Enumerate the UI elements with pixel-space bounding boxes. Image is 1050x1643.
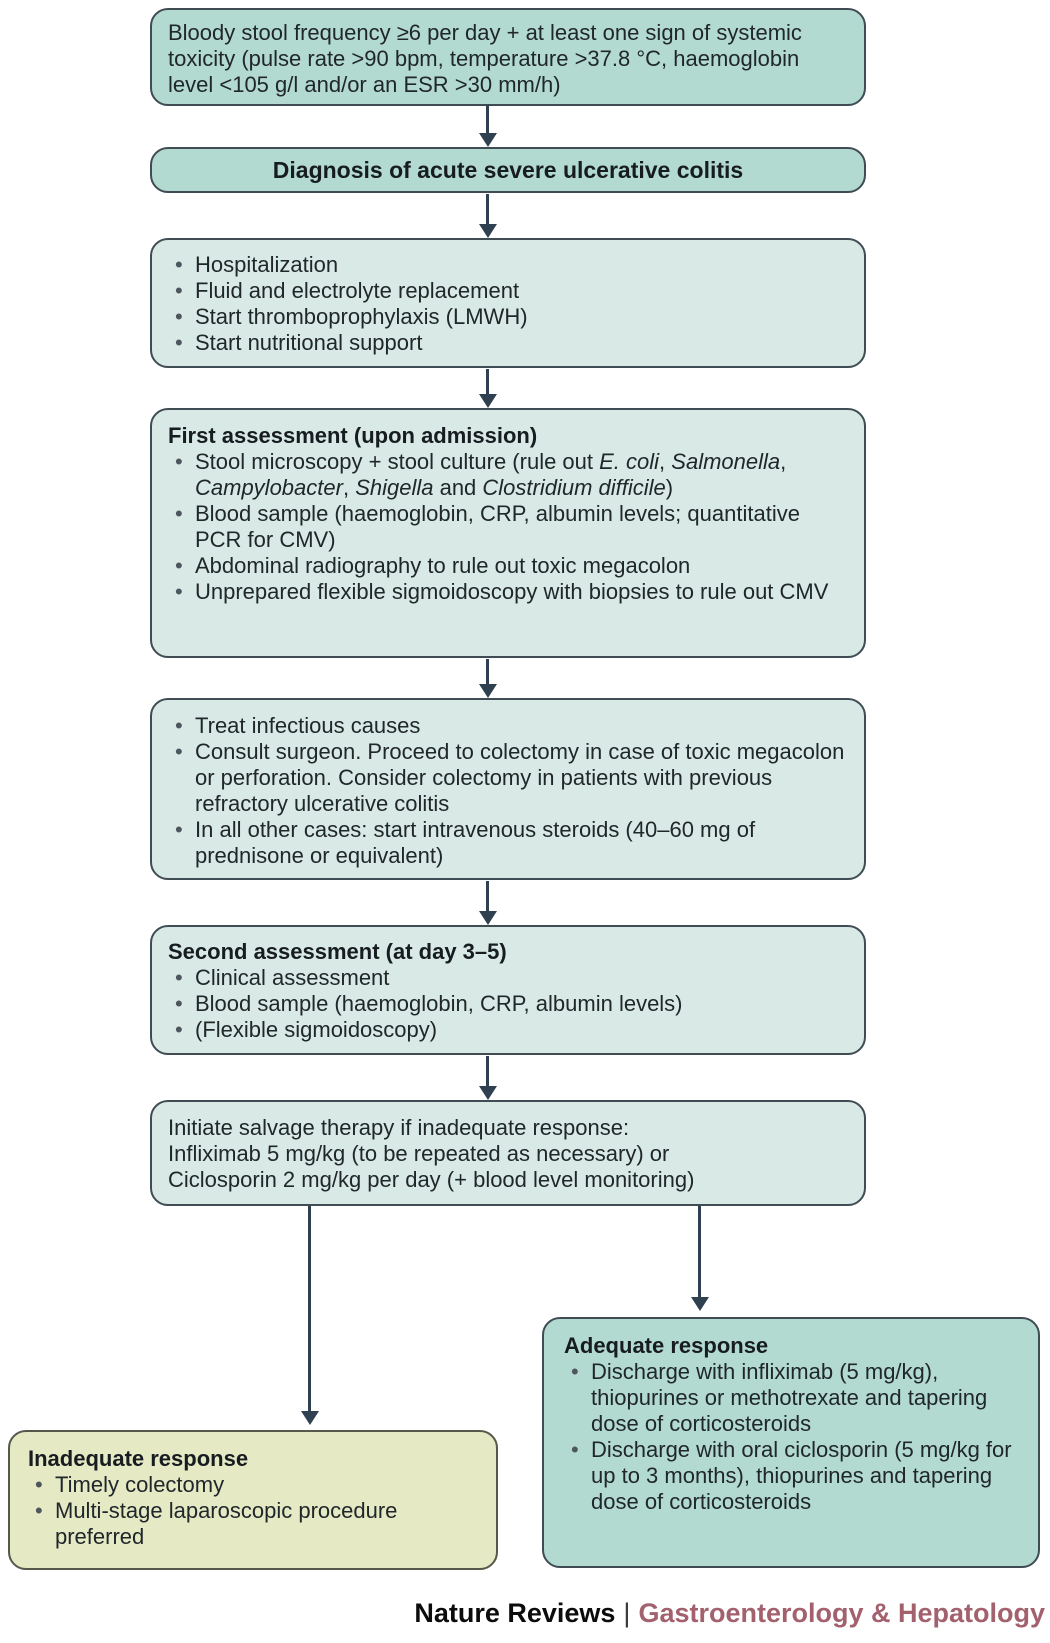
item-text: In all other cases: start intravenous st… [195, 817, 756, 868]
salvage-line: Initiate salvage therapy if inadequate r… [168, 1115, 630, 1140]
arrow-down-inadequate-icon [308, 1206, 311, 1412]
item-text: Consult surgeon. Proceed to colectomy in… [195, 739, 845, 816]
list-item: Clinical assessment [168, 965, 848, 991]
text-segment: , [780, 449, 787, 474]
item-text: Unprepared flexible sigmoidoscopy with b… [195, 579, 829, 604]
list-item: Discharge with infliximab (5 mg/kg), thi… [564, 1359, 1018, 1437]
initial-management-list: Hospitalization Fluid and electrolyte re… [168, 252, 848, 356]
item-text: (Flexible sigmoidoscopy) [195, 1017, 438, 1042]
list-item: In all other cases: start intravenous st… [168, 817, 848, 869]
list-item: Blood sample (haemoglobin, CRP, albumin … [168, 501, 848, 553]
item-text: Fluid and electrolyte replacement [195, 278, 520, 303]
species-name: Clostridium difficile [482, 475, 666, 500]
initial-management-box: Hospitalization Fluid and electrolyte re… [150, 238, 866, 368]
item-text: Hospitalization [195, 252, 339, 277]
first-assessment-title: First assessment (upon admission) [168, 423, 538, 448]
list-item: Multi-stage laparoscopic procedure prefe… [28, 1498, 478, 1550]
criteria-text: Bloody stool frequency ≥6 per day + at l… [168, 20, 802, 97]
second-assessment-title: Second assessment (at day 3–5) [168, 939, 507, 964]
list-item: (Flexible sigmoidoscopy) [168, 1017, 848, 1043]
salvage-therapy-box: Initiate salvage therapy if inadequate r… [150, 1100, 866, 1206]
species-name: E. coli [599, 449, 660, 474]
species-name: Salmonella [671, 449, 781, 474]
arrow-down-icon [486, 881, 489, 912]
item-text: Blood sample (haemoglobin, CRP, albumin … [195, 991, 683, 1016]
list-item: Abdominal radiography to rule out toxic … [168, 553, 848, 579]
second-assessment-list: Clinical assessment Blood sample (haemog… [168, 965, 848, 1043]
arrow-down-icon [486, 194, 489, 225]
second-assessment-box: Second assessment (at day 3–5) Clinical … [150, 925, 866, 1055]
arrow-down-adequate-icon [698, 1206, 701, 1298]
item-text: Blood sample (haemoglobin, CRP, albumin … [195, 501, 800, 552]
inadequate-response-list: Timely colectomy Multi-stage laparoscopi… [28, 1472, 478, 1550]
nature-reviews-brand: Nature Reviews [414, 1598, 616, 1628]
list-item: Consult surgeon. Proceed to colectomy in… [168, 739, 848, 817]
management-list: Treat infectious causes Consult surgeon.… [168, 713, 848, 869]
adequate-response-box: Adequate response Discharge with inflixi… [542, 1317, 1040, 1568]
salvage-line: Ciclosporin 2 mg/kg per day (+ blood lev… [168, 1167, 695, 1192]
arrow-down-icon [486, 105, 489, 134]
list-item: Blood sample (haemoglobin, CRP, albumin … [168, 991, 848, 1017]
inadequate-response-title: Inadequate response [28, 1446, 249, 1471]
list-item: Start thromboprophylaxis (LMWH) [168, 304, 848, 330]
item-text: Clinical assessment [195, 965, 390, 990]
list-item: Start nutritional support [168, 330, 848, 356]
item-text: Start nutritional support [195, 330, 423, 355]
list-item: Unprepared flexible sigmoidoscopy with b… [168, 579, 848, 605]
list-item: Timely colectomy [28, 1472, 478, 1498]
species-name: Campylobacter [195, 475, 343, 500]
item-text: Treat infectious causes [195, 713, 421, 738]
arrow-down-icon [486, 1056, 489, 1087]
first-assessment-box: First assessment (upon admission) Stool … [150, 408, 866, 658]
item-text: Discharge with oral ciclosporin (5 mg/kg… [591, 1437, 1012, 1514]
list-item: Fluid and electrolyte replacement [168, 278, 848, 304]
list-item: Hospitalization [168, 252, 848, 278]
criteria-box: Bloody stool frequency ≥6 per day + at l… [150, 8, 866, 106]
item-text: Multi-stage laparoscopic procedure prefe… [55, 1498, 398, 1549]
arrow-down-icon [486, 659, 489, 685]
list-item: Discharge with oral ciclosporin (5 mg/kg… [564, 1437, 1018, 1515]
item-text: Start thromboprophylaxis (LMWH) [195, 304, 528, 329]
species-name: Shigella [355, 475, 434, 500]
adequate-response-list: Discharge with infliximab (5 mg/kg), thi… [564, 1359, 1018, 1515]
journal-credit: Nature Reviews|Gastroenterology & Hepato… [414, 1598, 1045, 1629]
arrow-down-icon [486, 369, 489, 395]
text-segment: , [342, 475, 356, 500]
first-assessment-list: Stool microscopy + stool culture (rule o… [168, 449, 848, 605]
item-text: Timely colectomy [55, 1472, 225, 1497]
journal-name: Gastroenterology & Hepatology [638, 1598, 1045, 1628]
management-box: Treat infectious causes Consult surgeon.… [150, 698, 866, 880]
diagnosis-title: Diagnosis of acute severe ulcerative col… [272, 157, 744, 183]
text-segment: and [433, 475, 483, 500]
list-item: Treat infectious causes [168, 713, 848, 739]
text-segment: ) [665, 475, 674, 500]
text-segment: , [659, 449, 672, 474]
adequate-response-title: Adequate response [564, 1333, 769, 1358]
item-text: Abdominal radiography to rule out toxic … [195, 553, 691, 578]
salvage-line: Infliximab 5 mg/kg (to be repeated as ne… [168, 1141, 670, 1166]
list-item: Stool microscopy + stool culture (rule o… [168, 449, 848, 501]
item-text: Discharge with infliximab (5 mg/kg), thi… [591, 1359, 988, 1436]
divider: | [623, 1598, 631, 1628]
text-segment: Stool microscopy + stool culture (rule o… [195, 449, 600, 474]
diagnosis-box: Diagnosis of acute severe ulcerative col… [150, 147, 866, 193]
inadequate-response-box: Inadequate response Timely colectomy Mul… [8, 1430, 498, 1570]
